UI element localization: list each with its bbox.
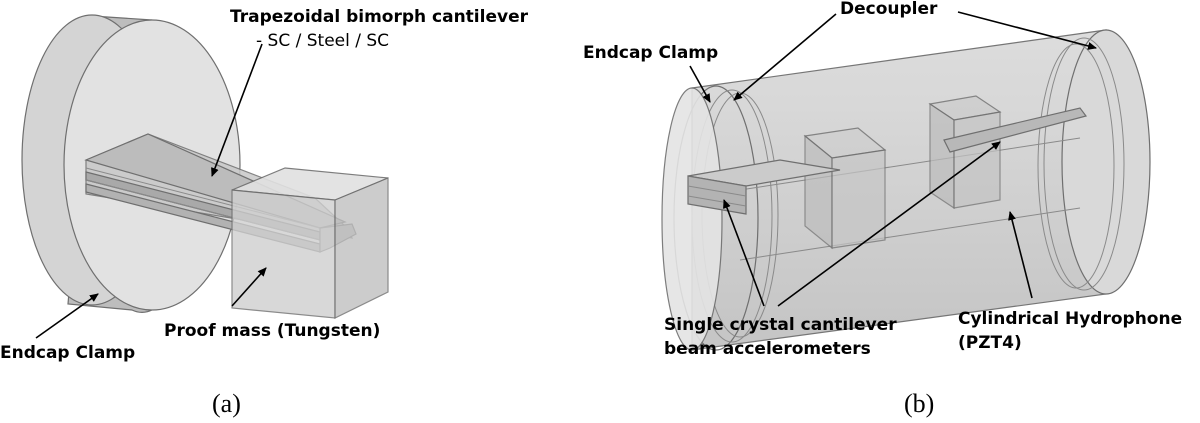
label-endcap-b: Endcap Clamp xyxy=(583,43,718,63)
leader-accel-left xyxy=(723,199,765,307)
leader-accel-right xyxy=(777,141,1001,307)
label-hydrophone-1: Cylindrical Hydrophone xyxy=(958,309,1182,329)
label-decoupler: Decoupler xyxy=(840,0,938,19)
label-accelerometers-2: beam accelerometers xyxy=(664,339,871,359)
caption-b: (b) xyxy=(904,389,934,418)
hydrophone-cylinder-b xyxy=(661,29,1151,351)
label-hydrophone-2: (PZT4) xyxy=(958,333,1022,353)
leader-decoupler-right xyxy=(957,11,1097,50)
leader-cantilever-a xyxy=(211,43,263,177)
leader-proof-mass-a xyxy=(231,267,267,307)
leader-hydrophone xyxy=(1008,211,1033,299)
leader-endcap-b xyxy=(689,65,711,103)
proof-mass-a xyxy=(231,167,389,319)
panel-a-leaders xyxy=(35,43,267,339)
leader-decoupler-left xyxy=(733,13,837,101)
label-accelerometers-1: Single crystal cantilever xyxy=(664,315,897,335)
label-endcap-a: Endcap Clamp xyxy=(0,343,135,363)
caption-a: (a) xyxy=(212,389,241,418)
panel-b-leaders xyxy=(689,11,1097,307)
panel-a: Trapezoidal bimorph cantilever - SC / St… xyxy=(0,7,529,418)
panel-b: Decoupler Endcap Clamp Single crystal ca… xyxy=(583,0,1182,418)
leader-endcap-a xyxy=(35,293,99,339)
accelerometer-right-b xyxy=(928,95,1088,210)
label-cantilever-layers: - SC / Steel / SC xyxy=(256,31,389,51)
accelerometer-left-b xyxy=(687,127,887,250)
label-proof-mass: Proof mass (Tungsten) xyxy=(164,321,380,341)
label-cantilever-title: Trapezoidal bimorph cantilever xyxy=(230,7,529,27)
